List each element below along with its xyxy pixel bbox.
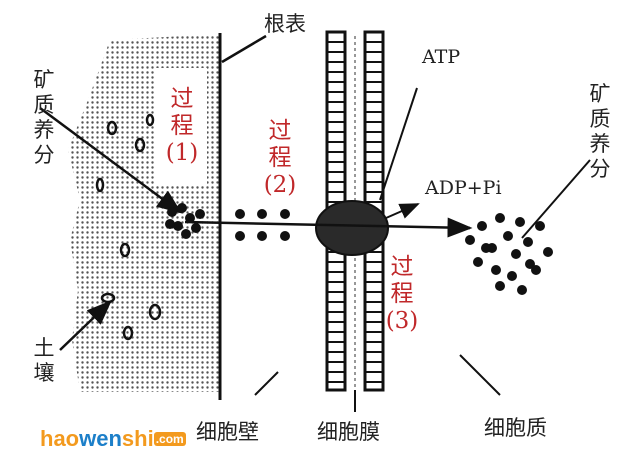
ion-dot xyxy=(280,209,290,219)
watermark-logo: haowenshi.com xyxy=(40,426,186,452)
ion-dot xyxy=(507,271,517,281)
ion-dot xyxy=(481,243,491,253)
process3-label: 过程(3) xyxy=(385,254,419,334)
watermark-suffix: .com xyxy=(153,432,186,446)
process2-label: 过程(2) xyxy=(263,118,297,198)
atp-pointer xyxy=(379,87,418,201)
ion-dot xyxy=(195,209,205,219)
watermark-part: hao xyxy=(40,426,80,451)
atp-label: ATP xyxy=(422,46,461,68)
process1-label-bg xyxy=(155,68,207,186)
ion-dot xyxy=(191,223,201,233)
ion-dot xyxy=(531,265,541,275)
ion-dot xyxy=(235,231,245,241)
ion-dot xyxy=(543,247,553,257)
process1-label: 过程(1) xyxy=(165,86,199,166)
mineral-ions xyxy=(165,203,553,295)
mineral-right-label: 矿质养分 xyxy=(589,82,611,181)
ion-dot xyxy=(167,207,177,217)
cytoplasm-label: 细胞质 xyxy=(484,416,547,440)
ion-dot xyxy=(257,209,267,219)
cell-membrane-label: 细胞膜 xyxy=(317,420,380,444)
ion-dot xyxy=(185,213,195,223)
ion-dot xyxy=(473,257,483,267)
mineral-right-pointer xyxy=(521,159,591,239)
mineral-entry-arrow xyxy=(39,106,183,214)
ion-dot xyxy=(257,231,267,241)
cell-wall-pointer xyxy=(254,371,279,396)
mineral-left-label: 矿质养分 xyxy=(33,68,55,167)
root-surface-pointer xyxy=(221,34,267,64)
carrier-protein xyxy=(315,200,389,256)
ion-dot xyxy=(235,209,245,219)
ion-dot xyxy=(517,285,527,295)
root-surface-label: 根表 xyxy=(264,12,306,36)
adp-arrow xyxy=(385,203,420,219)
watermark-part: shi xyxy=(121,426,154,451)
ion-dot xyxy=(173,221,183,231)
ion-dot xyxy=(511,249,521,259)
ion-dot xyxy=(523,237,533,247)
ion-dot xyxy=(477,221,487,231)
cytoplasm-pointer xyxy=(459,354,501,396)
ion-dot xyxy=(181,229,191,239)
ion-dot xyxy=(535,221,545,231)
ion-dot xyxy=(165,219,175,229)
adp-pi-label: ADP+Pi xyxy=(425,177,502,199)
ion-dot xyxy=(503,231,513,241)
transport-arrow xyxy=(184,217,473,238)
ion-dot xyxy=(177,203,187,213)
ion-dot xyxy=(491,265,501,275)
cell-wall-label: 细胞壁 xyxy=(196,420,259,444)
ion-dot xyxy=(495,213,505,223)
ion-dot xyxy=(465,235,475,245)
ion-dot xyxy=(495,281,505,291)
soil-pointer-arrow xyxy=(59,300,112,351)
ion-dot xyxy=(280,231,290,241)
soil-label: 土壤 xyxy=(33,336,55,385)
watermark-part: wen xyxy=(79,426,122,451)
ion-dot xyxy=(515,217,525,227)
